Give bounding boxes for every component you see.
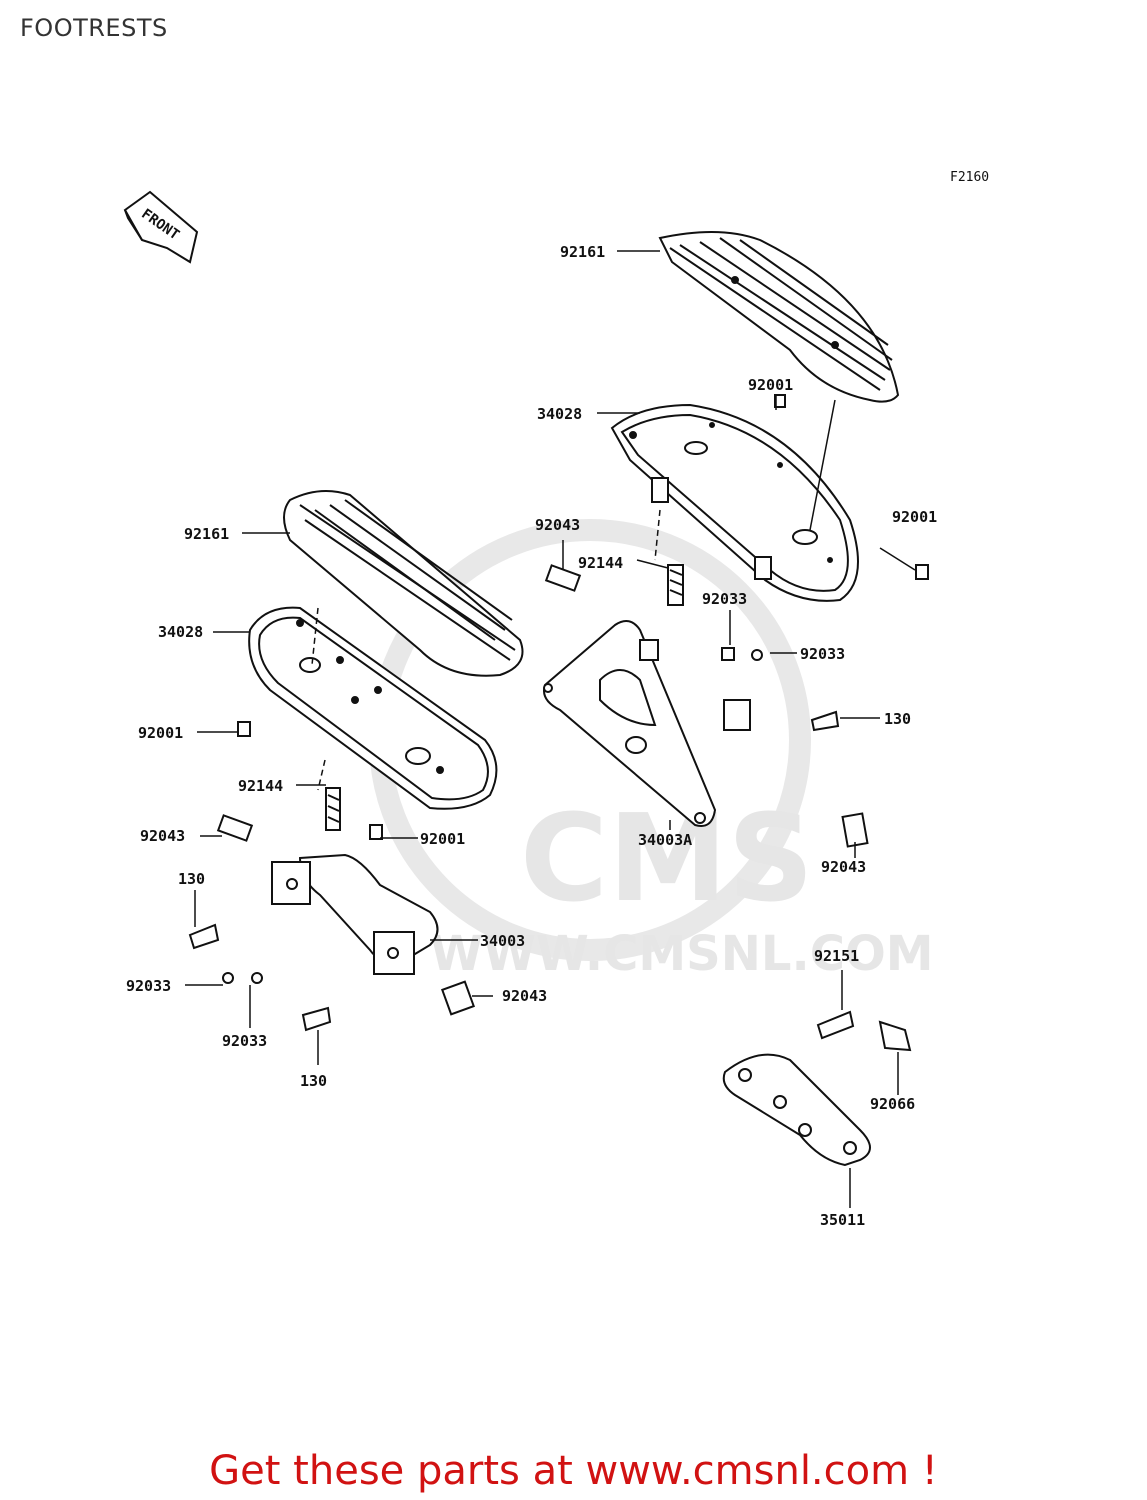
part-label-92033-right-a: 92033: [702, 590, 747, 608]
part-label-92161-right: 92161: [560, 243, 605, 261]
part-label-34003A: 34003A: [638, 831, 692, 849]
part-label-92151: 92151: [814, 947, 859, 965]
part-label-130-left-bottom: 130: [300, 1072, 327, 1090]
part-label-92033-right-b: 92033: [800, 645, 845, 663]
left-floorboard-base: [248, 606, 498, 810]
figure-code: F2160: [950, 170, 990, 185]
part-label-34003: 34003: [480, 932, 525, 950]
part-label-92043-right-bottom: 92043: [821, 858, 866, 876]
part-label-92033-left-a: 92033: [126, 977, 171, 995]
left-floorboard-mat: [283, 490, 524, 677]
part-label-34028-right: 34028: [537, 405, 582, 423]
watermark-site: WWW.CMSNL.COM: [430, 926, 934, 982]
part-label-92001-left-a: 92001: [138, 724, 183, 742]
mount-bracket: [722, 1010, 912, 1167]
part-label-130-right: 130: [884, 710, 911, 728]
part-label-92043-left-bottom: 92043: [502, 987, 547, 1005]
part-label-92066: 92066: [870, 1095, 915, 1113]
watermark: CMS WWW.CMSNL.COM: [369, 519, 934, 982]
part-label-92001-right-top: 92001: [748, 376, 793, 394]
part-labels: 92161 34028 92001 92001 92043 92144 9203…: [126, 243, 937, 1229]
part-label-34028-left: 34028: [158, 623, 203, 641]
part-label-92144-left: 92144: [238, 777, 283, 795]
right-bracket: [543, 620, 751, 827]
promo-link[interactable]: Get these parts at www.cmsnl.com !: [209, 1448, 938, 1494]
part-label-92001-left-b: 92001: [420, 830, 465, 848]
right-small-parts: [544, 394, 929, 848]
parts-diagram: CMS WWW.CMSNL.COM FRONT: [123, 190, 937, 1229]
part-label-35011: 35011: [820, 1211, 865, 1229]
part-label-92144-right: 92144: [578, 554, 623, 572]
watermark-brand: CMS: [520, 790, 814, 929]
part-label-92001-right-side: 92001: [892, 508, 937, 526]
front-arrow-icon: FRONT: [123, 190, 199, 264]
left-bracket: [271, 853, 439, 975]
right-floorboard-base: [610, 403, 859, 602]
leader-lines: [185, 250, 916, 1208]
part-label-92043-left-top: 92043: [140, 827, 185, 845]
part-label-92043-right-top: 92043: [535, 516, 580, 534]
part-label-130-left-top: 130: [178, 870, 205, 888]
part-label-92161-left: 92161: [184, 525, 229, 543]
right-floorboard-mat: [658, 230, 900, 403]
part-label-92033-left-b: 92033: [222, 1032, 267, 1050]
page-title: FOOTRESTS: [20, 14, 168, 42]
left-small-parts: [188, 721, 476, 1032]
